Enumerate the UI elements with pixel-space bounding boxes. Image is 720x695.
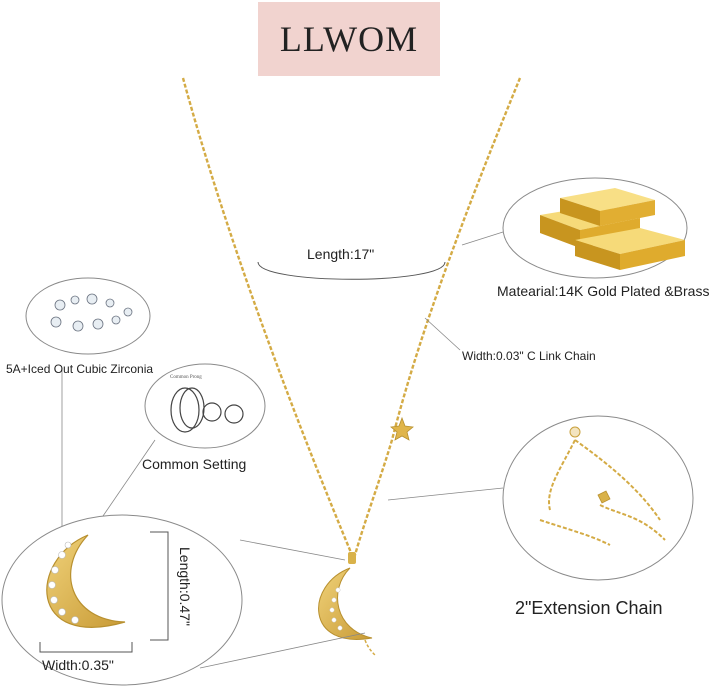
- length-arc: [257, 261, 446, 280]
- zirconia-label: 5A+Iced Out Cubic Zirconia: [6, 362, 154, 376]
- chain-width-label: Width:0.03" C Link Chain: [462, 349, 596, 363]
- material-label: Matearial:14K Gold Plated &Brass: [497, 283, 710, 299]
- pendant-zoom-circle: [1, 514, 243, 686]
- extension-chain-label: 2"Extension Chain: [515, 598, 663, 618]
- extension-circle: [502, 415, 694, 581]
- extension-chain-icon: [539, 439, 666, 546]
- brand-banner: LLWOM: [258, 2, 440, 76]
- chain-left-strand: [181, 77, 354, 556]
- brand-name: LLWOM: [279, 19, 419, 59]
- moon-pendant-icon: [318, 567, 373, 640]
- moon-pendant-zoom-icon: [46, 534, 126, 628]
- svg-text:Common Prong: Common Prong: [170, 375, 202, 380]
- chain-right-strand: [353, 77, 522, 556]
- width-bracket: [39, 642, 133, 653]
- setting-label: Common Setting: [142, 456, 247, 472]
- pendant-length-label: Length:0.47": [177, 547, 193, 626]
- chain-length-label: Length:17": [307, 246, 375, 262]
- pendant-width-label: Width:0.35": [42, 657, 114, 673]
- cubic-zirconia-stones-icon: [50, 293, 133, 332]
- ring-setting-icon: [170, 387, 244, 433]
- zirconia-circle: [25, 277, 151, 355]
- gold-bars-icon: [540, 188, 685, 270]
- pendant-bail: [348, 552, 356, 564]
- length-bracket: [150, 531, 169, 641]
- star-charm-icon: [390, 416, 414, 441]
- clasp-icon: [597, 490, 611, 504]
